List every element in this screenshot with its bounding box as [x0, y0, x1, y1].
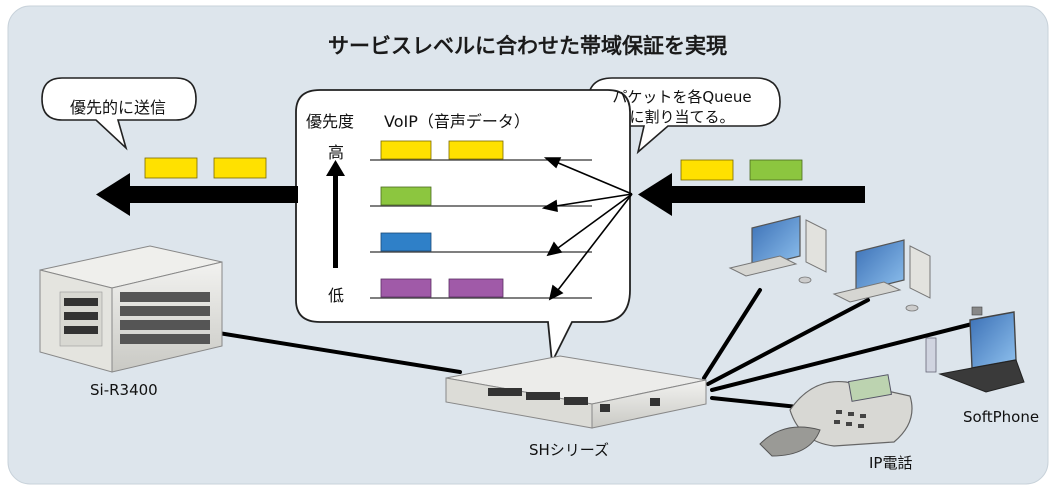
softphone-label: SoftPhone [963, 408, 1040, 426]
switch-device [445, 355, 707, 429]
diagram-title: サービスレベルに合わせた帯域保証を実現 [328, 34, 727, 58]
distribution-arrows [541, 157, 633, 301]
bubble-right-line1: パケットを各Queue [612, 88, 752, 106]
priority-arrow [326, 160, 345, 268]
input-arrow [638, 173, 865, 216]
bubble-right-line2: に割り当てる。 [629, 108, 735, 126]
queue-packet [380, 186, 432, 206]
bubble-left-text: 優先的に送信 [69, 98, 166, 117]
router-device [39, 245, 223, 373]
ip-phone-device [759, 374, 913, 457]
laptop-device [925, 306, 1025, 393]
pc-device [832, 239, 931, 312]
output-packet [213, 157, 267, 179]
bubble-right-text: パケットを各Queue に割り当てる。 [597, 87, 767, 127]
queue-packet [380, 278, 432, 298]
priority-label: 優先度 [306, 112, 355, 131]
input-packet [680, 159, 734, 181]
bubble-left-shape [41, 77, 197, 151]
queue-packet [448, 278, 504, 298]
voip-label: VoIP（音声データ） [384, 112, 530, 131]
queue-packet [380, 140, 432, 160]
output-packet [144, 157, 198, 179]
low-label: 低 [328, 286, 345, 305]
router-label: Si-R3400 [90, 381, 158, 399]
switch-label: SHシリーズ [529, 441, 610, 459]
ip-phone-label: IP電話 [869, 454, 913, 472]
pc-device [728, 215, 827, 284]
input-packet [749, 159, 803, 181]
output-arrow [96, 173, 298, 216]
queue-packet [448, 140, 504, 160]
queue-packet [380, 232, 432, 252]
high-label: 高 [328, 143, 345, 162]
